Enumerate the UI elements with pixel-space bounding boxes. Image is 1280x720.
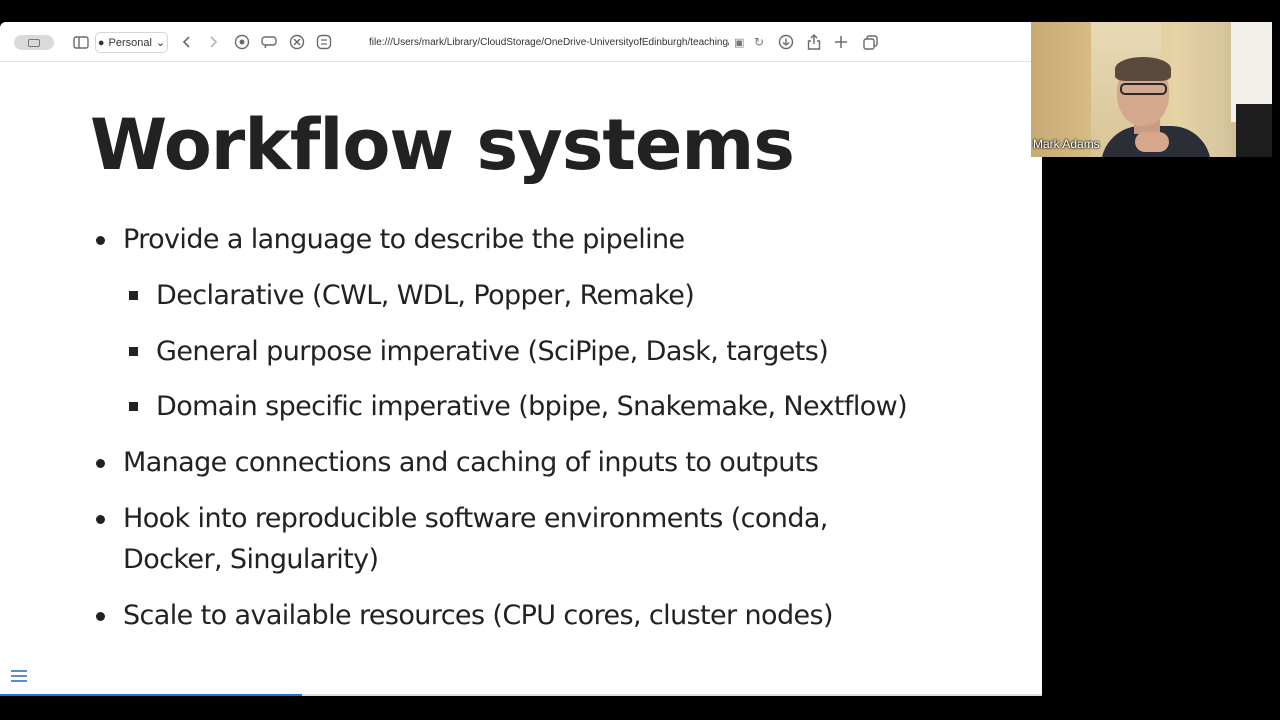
extension-button-1[interactable] — [233, 33, 251, 51]
participant-name-label: Mark Adams — [1033, 137, 1100, 151]
slide-title: Workflow systems — [90, 104, 795, 186]
bullet-text: Scale to available resources (CPU cores,… — [123, 600, 834, 631]
download-icon — [778, 34, 794, 50]
window-switcher-button[interactable] — [14, 35, 54, 50]
slide-progress-fill — [0, 694, 303, 696]
tabs-icon — [862, 34, 878, 50]
bullet-square — [129, 291, 138, 300]
sub-bullet-text: Declarative (CWL, WDL, Popper, Remake) — [156, 280, 695, 311]
bullet-item: Provide a language to describe the pipel… — [96, 219, 685, 260]
bullet-item: Manage connections and caching of inputs… — [96, 442, 819, 483]
bullet-text: Docker, Singularity) — [123, 544, 379, 575]
address-bar[interactable]: file:///Users/mark/Library/CloudStorage/… — [346, 32, 770, 53]
downloads-button[interactable] — [777, 33, 795, 51]
forward-button[interactable] — [206, 33, 220, 51]
browser-window: ● Personal ⌄ file:///Users/mark/Library/… — [0, 22, 1042, 696]
chevron-down-icon: ⌄ — [155, 37, 166, 49]
sub-bullet-item: General purpose imperative (SciPipe, Das… — [129, 331, 829, 372]
sub-bullet-item: Domain specific imperative (bpipe, Snake… — [129, 386, 908, 427]
sub-bullet-text: Domain specific imperative (bpipe, Snake… — [156, 391, 908, 422]
presentation-slide: Workflow systems Provide a language to d… — [0, 62, 1042, 696]
sub-bullet-item: Declarative (CWL, WDL, Popper, Remake) — [129, 275, 695, 316]
window-icon — [28, 38, 40, 47]
browser-toolbar: ● Personal ⌄ file:///Users/mark/Library/… — [0, 22, 1042, 62]
bullet-text: Provide a language to describe the pipel… — [123, 224, 685, 255]
slide-menu-button[interactable] — [9, 667, 29, 685]
chevron-left-icon — [182, 36, 190, 48]
share-icon — [807, 34, 821, 50]
url-text[interactable]: file:///Users/mark/Library/CloudStorage/… — [369, 37, 729, 48]
profile-label: Personal — [108, 36, 152, 49]
bullet-text: Manage connections and caching of inputs… — [123, 447, 819, 478]
bullet-square — [129, 347, 138, 356]
bullet-item: Scale to available resources (CPU cores,… — [96, 595, 834, 636]
new-tab-button[interactable] — [833, 33, 849, 51]
extension-button-3[interactable] — [288, 33, 306, 51]
participant-video: Mark Adams — [1031, 22, 1272, 157]
share-button[interactable] — [806, 33, 822, 51]
speaker-hands — [1135, 132, 1169, 152]
bullet-dot — [96, 612, 105, 621]
bullet-dot — [96, 459, 105, 468]
sub-bullet-text: General purpose imperative (SciPipe, Das… — [156, 336, 829, 367]
bullet-continuation: Docker, Singularity) — [123, 539, 379, 580]
swap-icon — [316, 34, 332, 50]
extension-button-4[interactable] — [315, 33, 333, 51]
slide-progress-bar[interactable] — [0, 694, 1042, 696]
bullet-dot — [96, 236, 105, 245]
tab-overview-button[interactable] — [861, 33, 879, 51]
person-icon: ● — [97, 36, 105, 49]
speaker-hair — [1115, 57, 1171, 81]
profile-button[interactable]: ● Personal ⌄ — [95, 32, 168, 53]
translate-icon[interactable]: ▣ — [734, 36, 745, 49]
reload-icon[interactable]: ↻ — [754, 35, 765, 49]
sidebar-toggle-button[interactable] — [72, 33, 90, 51]
extension-icon — [234, 34, 250, 50]
extension-button-2[interactable] — [260, 33, 278, 51]
speaker-glasses — [1120, 83, 1167, 95]
bullet-text: Hook into reproducible software environm… — [123, 503, 828, 534]
chevron-right-icon — [209, 36, 217, 48]
background-monitor — [1236, 104, 1272, 157]
sidebar-icon — [73, 35, 89, 49]
chat-icon — [261, 36, 277, 49]
plus-icon — [835, 36, 847, 48]
block-icon — [289, 34, 305, 50]
bullet-dot — [96, 515, 105, 524]
back-button[interactable] — [179, 33, 193, 51]
bullet-square — [129, 402, 138, 411]
bullet-item: Hook into reproducible software environm… — [96, 498, 828, 539]
hamburger-menu-icon — [11, 670, 27, 682]
